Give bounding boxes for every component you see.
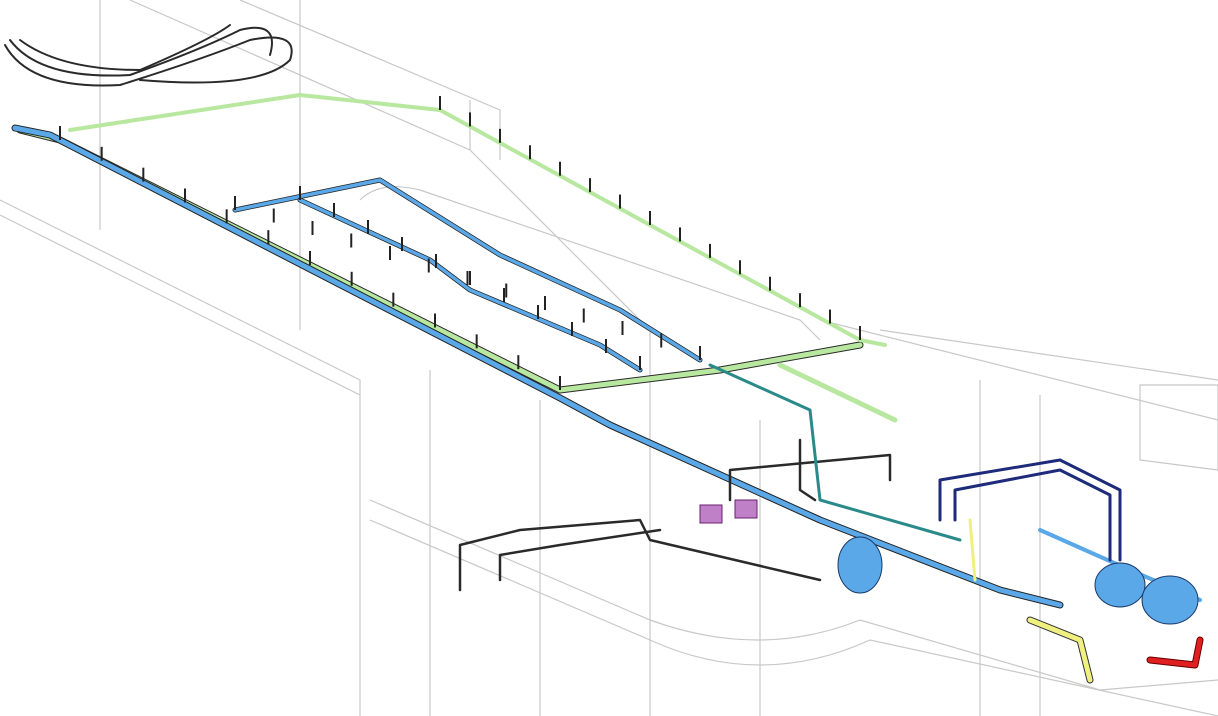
yellow-pipe-run [968, 518, 1094, 684]
pipe-hangers [59, 96, 861, 390]
blue-pipe-run [11, 124, 1202, 609]
red-pipe-run [1146, 636, 1204, 669]
navy-pipe-loop [938, 458, 1122, 562]
dark-branch-pipes [458, 438, 892, 592]
dark-supply-bundle [4, 24, 293, 87]
green-pipe-run [16, 93, 898, 423]
filter-tanks [837, 536, 1199, 625]
teal-pipe-run [708, 363, 962, 542]
purple-valves [699, 499, 758, 524]
